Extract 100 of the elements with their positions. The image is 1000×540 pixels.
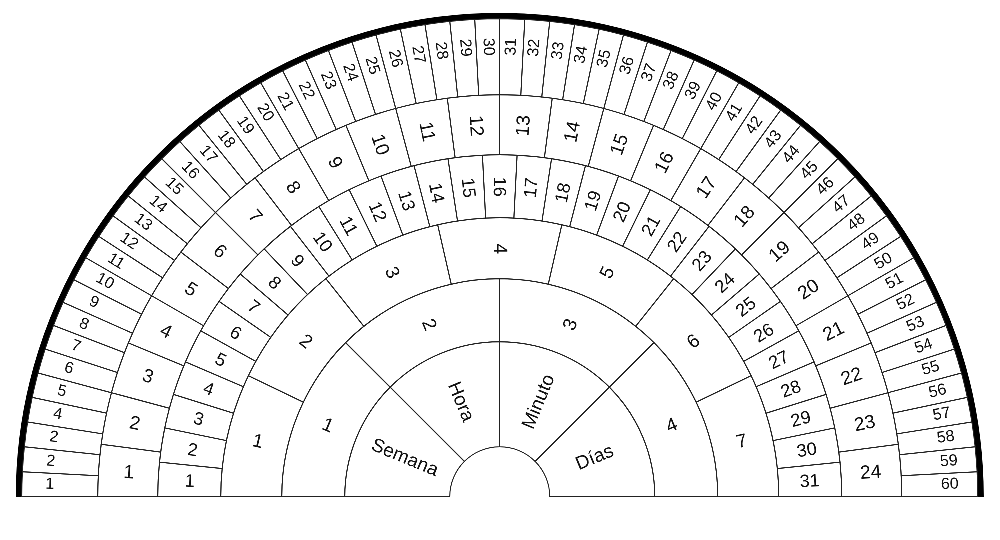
sector-label: 6 xyxy=(227,322,246,344)
sector-label: 24 xyxy=(339,62,360,84)
sector-label: 17 xyxy=(521,177,542,199)
sector-label: 35 xyxy=(595,48,615,70)
sector-label: 1 xyxy=(45,477,55,494)
sector-label: 6 xyxy=(210,241,231,262)
ring-sector xyxy=(521,19,550,98)
sector-label: 23 xyxy=(316,70,339,93)
ring-sector xyxy=(901,471,978,497)
sector-label: 27 xyxy=(766,348,792,373)
sector-label: 39 xyxy=(682,79,705,102)
sector-label: 13 xyxy=(395,188,419,213)
sector-label: 14 xyxy=(561,120,584,144)
sector-label: 10 xyxy=(92,271,116,294)
sector-label: 8 xyxy=(77,316,92,334)
sector-label: 22 xyxy=(664,228,690,256)
sector-label: 3 xyxy=(381,264,404,282)
sector-label: 9 xyxy=(86,294,102,312)
sector-label: 25 xyxy=(732,294,759,320)
sector-label: 7 xyxy=(735,431,750,452)
sector-label: 29 xyxy=(788,408,813,430)
sector-label: 8 xyxy=(265,273,285,294)
ring-sector xyxy=(24,422,103,455)
sector-label: 31 xyxy=(800,472,821,491)
sector-label: 56 xyxy=(927,382,948,402)
sector-label: 5 xyxy=(596,264,619,282)
ring-sector xyxy=(22,471,99,497)
ring-sector xyxy=(22,447,101,476)
sector-label: 15 xyxy=(458,177,479,199)
sector-label: 1 xyxy=(122,462,135,482)
ring-sector xyxy=(773,428,841,469)
sector-label: 32 xyxy=(526,38,544,58)
ring-sector xyxy=(542,21,575,100)
sector-label: 58 xyxy=(936,429,956,448)
sector-label: 28 xyxy=(432,40,450,61)
sector-label: 19 xyxy=(581,188,605,213)
sector-label: 20 xyxy=(610,198,635,224)
sector-label: 11 xyxy=(336,212,362,238)
sector-label: 21 xyxy=(274,90,297,114)
sector-label: 4 xyxy=(52,406,64,424)
sector-label: 27 xyxy=(408,44,428,65)
ring-sector xyxy=(450,19,479,98)
sector-label: 20 xyxy=(795,276,824,304)
sector-label: 4 xyxy=(157,322,176,344)
sector-label: 4 xyxy=(201,378,217,400)
sector-label: 6 xyxy=(684,331,704,353)
sector-label: 21 xyxy=(638,212,664,239)
sector-label: 23 xyxy=(852,413,878,436)
sector-label: 40 xyxy=(703,90,726,114)
sector-label: 2 xyxy=(296,331,316,353)
sector-label: 24 xyxy=(860,462,882,483)
sector-label: 55 xyxy=(920,359,942,380)
sector-label: 21 xyxy=(820,319,848,346)
sector-label: 16 xyxy=(491,176,509,197)
sector-label: 38 xyxy=(661,70,683,93)
sector-label: 37 xyxy=(640,62,661,84)
sector-label: 18 xyxy=(552,181,574,204)
sector-label: 12 xyxy=(365,198,390,224)
sector-label: 17 xyxy=(692,174,720,202)
ring-sector xyxy=(248,278,365,403)
sector-label: 54 xyxy=(913,336,936,358)
ring-sector xyxy=(425,21,458,100)
sector-label: 30 xyxy=(796,440,818,460)
ring-sector xyxy=(299,125,370,201)
sector-label: 9 xyxy=(288,252,308,272)
sector-label: 60 xyxy=(940,477,959,494)
sector-label: 34 xyxy=(572,44,592,65)
sector-label: 3 xyxy=(140,366,156,388)
sector-label: 18 xyxy=(731,203,760,232)
sector-label: 1 xyxy=(184,472,196,490)
sector-label: 2 xyxy=(46,453,56,470)
sector-label: 28 xyxy=(778,377,804,402)
sector-label: 5 xyxy=(212,350,230,371)
ring-sector xyxy=(701,83,761,160)
ring-sector xyxy=(448,155,486,222)
sector-label: 22 xyxy=(295,79,318,102)
ring-sector xyxy=(692,249,760,316)
sector-label: 33 xyxy=(550,40,568,61)
sector-label: 3 xyxy=(192,409,206,430)
ring-sector xyxy=(239,83,300,160)
sector-label: 53 xyxy=(904,314,928,336)
sector-label: 5 xyxy=(56,383,69,401)
ring-sector xyxy=(696,375,779,497)
ring-sector xyxy=(447,95,500,158)
sector-label: 2 xyxy=(48,430,60,447)
sector-label: 4 xyxy=(664,414,681,436)
sector-label: 19 xyxy=(765,238,794,266)
sector-label: 9 xyxy=(324,154,346,172)
sector-label: 36 xyxy=(618,54,638,76)
sector-label: 11 xyxy=(416,120,439,144)
sector-label: 2 xyxy=(418,316,440,334)
sector-label: 13 xyxy=(514,114,534,137)
sector-label: 31 xyxy=(504,38,520,56)
sector-label: 5 xyxy=(181,279,200,302)
ring-sector xyxy=(474,19,501,96)
sector-label: 6 xyxy=(62,360,76,378)
sector-label: 14 xyxy=(426,181,448,204)
ring-sector xyxy=(395,98,456,167)
sector-label: 29 xyxy=(456,38,474,58)
sector-label: 3 xyxy=(560,316,582,334)
